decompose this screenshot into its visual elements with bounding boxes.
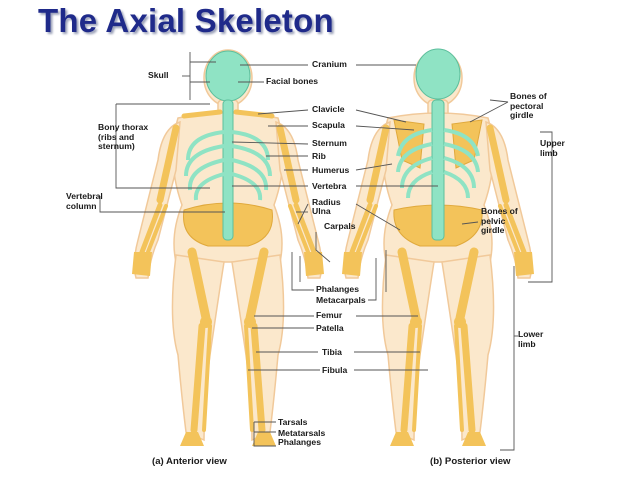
label-phalanges-foot: Phalanges bbox=[278, 437, 321, 447]
label-fibula: Fibula bbox=[322, 365, 348, 375]
label-tibia: Tibia bbox=[322, 347, 342, 357]
label-vertebral-column: Vertebral column bbox=[66, 191, 103, 211]
label-facial-bones: Facial bones bbox=[266, 76, 319, 86]
label-vertebra: Vertebra bbox=[312, 181, 347, 191]
label-femur: Femur bbox=[316, 310, 343, 320]
label-metacarpals: Metacarpals bbox=[316, 295, 366, 305]
label-skull: Skull bbox=[148, 70, 169, 80]
leader-lines bbox=[99, 52, 553, 451]
label-upper-limb: Upper limb bbox=[540, 138, 565, 158]
label-metatarsals: Metatarsals bbox=[278, 428, 326, 438]
label-ulna: Ulna bbox=[312, 206, 331, 216]
label-carpals: Carpals bbox=[324, 221, 356, 231]
label-bony-thorax: Bony thorax (ribs and sternum) bbox=[98, 122, 149, 151]
label-rib: Rib bbox=[312, 151, 326, 161]
label-cranium: Cranium bbox=[312, 59, 347, 69]
label-scapula: Scapula bbox=[312, 120, 345, 130]
anterior-figure bbox=[132, 49, 324, 446]
caption-anterior-view: (a) Anterior view bbox=[152, 456, 227, 467]
label-humerus: Humerus bbox=[312, 165, 350, 175]
label-tarsals: Tarsals bbox=[278, 417, 308, 427]
label-lower-limb: Lower limb bbox=[518, 329, 544, 349]
posterior-figure bbox=[342, 48, 534, 446]
caption-posterior-view: (b) Posterior view bbox=[430, 456, 511, 467]
label-bones-pelvic-girdle: Bones of pelvic girdle bbox=[481, 206, 518, 235]
label-patella: Patella bbox=[316, 323, 344, 333]
page-title: The Axial Skeleton bbox=[38, 2, 334, 39]
label-sternum: Sternum bbox=[312, 138, 347, 148]
label-radius: Radius bbox=[312, 197, 341, 207]
label-bones-pectoral-girdle: Bones of pectoral girdle bbox=[510, 91, 547, 120]
label-clavicle: Clavicle bbox=[312, 104, 345, 114]
label-phalanges-hand: Phalanges bbox=[316, 284, 359, 294]
